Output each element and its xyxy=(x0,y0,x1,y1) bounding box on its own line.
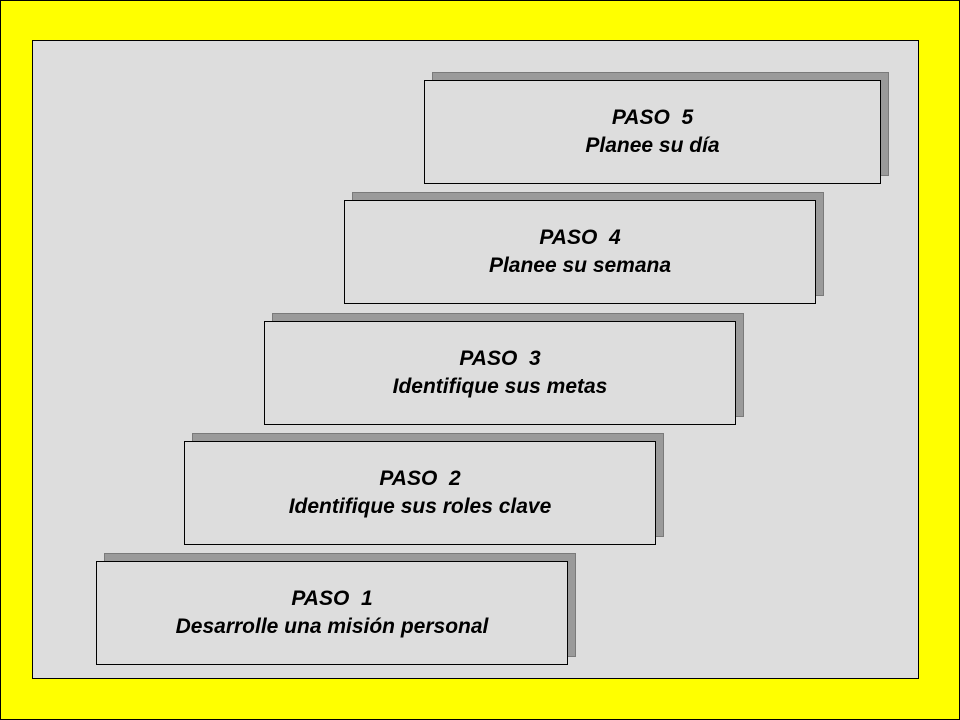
step-4-box: PASO 4 Planee su semana xyxy=(344,200,816,304)
step-1-box: PASO 1 Desarrolle una misión personal xyxy=(96,561,568,665)
step-5-box: PASO 5 Planee su día xyxy=(424,80,881,184)
step-5: PASO 5 Planee su día xyxy=(424,72,889,184)
step-2: PASO 2 Identifique sus roles clave xyxy=(184,433,664,545)
step-5-title: PASO 5 xyxy=(611,106,694,129)
step-3-description: Identifique sus metas xyxy=(392,375,608,398)
step-2-box: PASO 2 Identifique sus roles clave xyxy=(184,441,656,545)
step-1-title: PASO 1 xyxy=(291,587,373,610)
step-3-box: PASO 3 Identifique sus metas xyxy=(264,321,736,425)
step-4-title: PASO 4 xyxy=(539,226,621,249)
step-4: PASO 4 Planee su semana xyxy=(344,192,824,304)
step-1-description: Desarrolle una misión personal xyxy=(175,615,489,638)
step-2-title: PASO 2 xyxy=(379,467,461,490)
step-4-description: Planee su semana xyxy=(488,254,672,277)
step-3: PASO 3 Identifique sus metas xyxy=(264,313,744,425)
step-5-description: Planee su día xyxy=(585,134,720,157)
step-3-title: PASO 3 xyxy=(459,347,541,370)
step-1: PASO 1 Desarrolle una misión personal xyxy=(96,553,576,665)
step-2-description: Identifique sus roles clave xyxy=(288,495,552,518)
